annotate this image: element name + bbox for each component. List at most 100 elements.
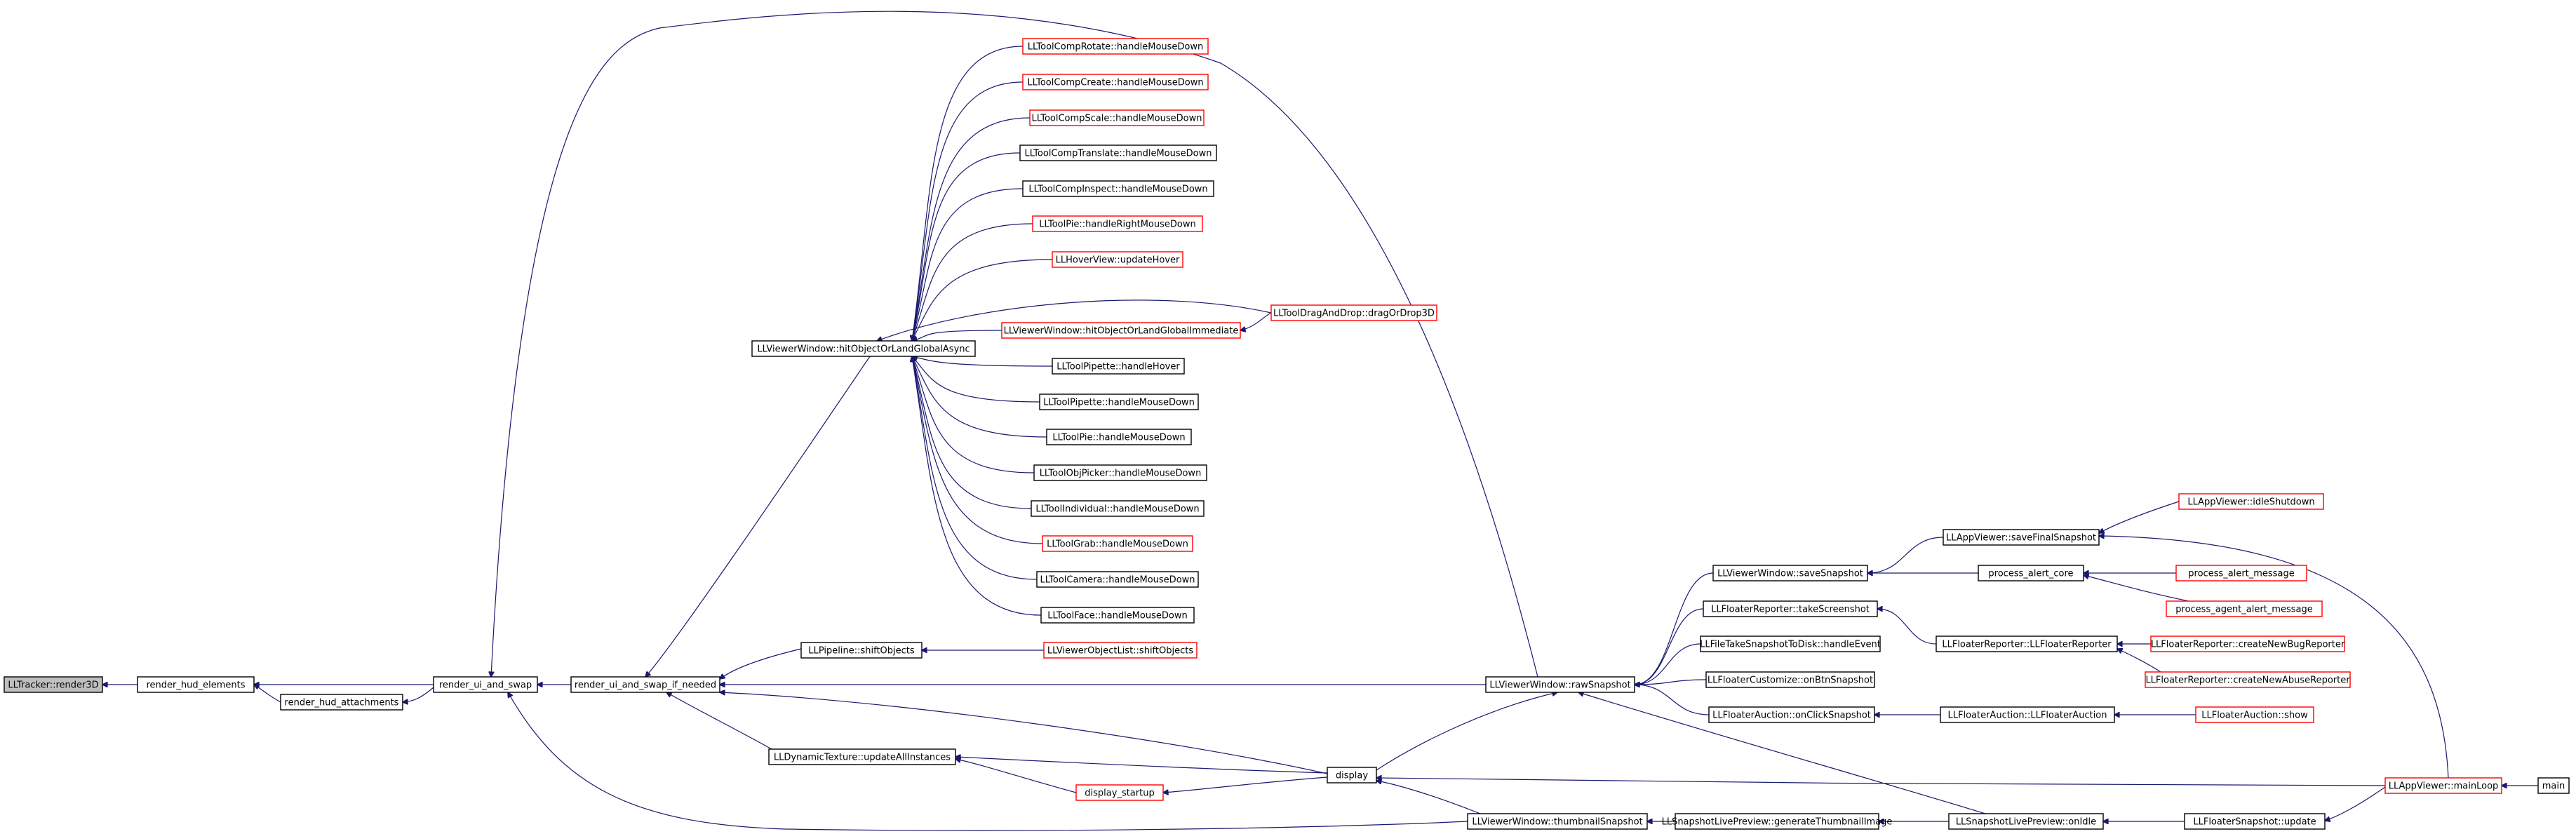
node-label: LLToolCompInspect::handleMouseDown	[1028, 184, 1207, 195]
edge-pie-down-to-hitobj-async	[912, 356, 1047, 438]
node-dyntex[interactable]: LLDynamicTexture::updateAllInstances	[768, 748, 956, 765]
node-box	[800, 642, 923, 659]
node-label: LLToolObjPicker::handleMouseDown	[1040, 469, 1202, 479]
node-box	[1039, 394, 1199, 410]
node-scale[interactable]: LLToolCompScale::handleMouseDown	[1029, 109, 1205, 126]
node-shiftobj[interactable]: LLPipeline::shiftObjects	[800, 642, 923, 659]
node-box	[1029, 109, 1205, 126]
node-box	[570, 676, 720, 693]
node-alert-core[interactable]: process_alert_core	[1978, 565, 2084, 581]
edge-customize-to-rawsnap	[1635, 679, 1707, 685]
edge-mainloop-to-display	[1376, 778, 2386, 786]
node-pip-hover[interactable]: LLToolPipette::handleHover	[1052, 358, 1185, 375]
node-label: LLFloaterReporter::createNewAbuseReporte…	[2145, 675, 2350, 686]
node-box	[1001, 322, 1241, 339]
node-box	[1675, 813, 1879, 830]
node-ui-swap[interactable]: render_ui_and_swap	[433, 676, 538, 693]
node-pie-right[interactable]: LLToolPie::handleRightMouseDown	[1032, 215, 1203, 232]
node-gen-thumb[interactable]: LLSnapshotLivePreview::generateThumbnail…	[1662, 813, 1893, 830]
edge-rawsnap-to-ui-swap	[491, 11, 1538, 677]
edge-dragdrop-to-hitobj-imm	[1240, 312, 1272, 330]
node-mainloop[interactable]: LLAppViewer::mainLoop	[2384, 777, 2502, 794]
edge-ui-swap-to-hud-attach	[403, 687, 434, 702]
node-disp-startup[interactable]: display_startup	[1075, 784, 1164, 801]
node-objlist-shift[interactable]: LLViewerObjectList::shiftObjects	[1043, 642, 1198, 659]
node-box	[1940, 706, 2115, 723]
node-agent-alert[interactable]: process_agent_alert_message	[2166, 600, 2323, 617]
node-new-bug[interactable]: LLFloaterReporter::createNewBugReporter	[2150, 635, 2345, 652]
node-main[interactable]: main	[2537, 777, 2570, 794]
edge-mainloop-to-final-snap	[2099, 536, 2449, 779]
node-label: main	[2542, 781, 2565, 792]
edge-display-to-disp-startup	[1163, 776, 1328, 793]
node-camera[interactable]: LLToolCamera::handleMouseDown	[1036, 571, 1199, 588]
node-label: display_startup	[1085, 788, 1154, 799]
node-rotate[interactable]: LLToolCompRotate::handleMouseDown	[1022, 38, 1209, 55]
node-reporter-ctor[interactable]: LLFloaterReporter::LLFloaterReporter	[1936, 635, 2118, 652]
node-label: LLToolCompScale::handleMouseDown	[1032, 114, 1202, 124]
edge-hover-to-hitobj-async	[912, 259, 1053, 341]
node-hud-elements[interactable]: render_hud_elements	[137, 676, 255, 693]
node-hud-attach[interactable]: render_hud_attachments	[280, 694, 403, 711]
edge-face-to-hitobj-async	[912, 356, 1042, 616]
node-label: LLViewerWindow::hitObjectOrLandGlobalImm…	[1004, 326, 1239, 337]
node-render3d[interactable]: LLTracker::render3D	[4, 676, 103, 693]
node-box	[768, 748, 956, 765]
node-snap-update[interactable]: LLFloaterSnapshot::update	[2184, 813, 2326, 830]
edge-hitobj-imm-to-hitobj-async	[912, 330, 1002, 341]
node-auction-ctor[interactable]: LLFloaterAuction::LLFloaterAuction	[1940, 706, 2115, 723]
node-box	[2166, 600, 2323, 617]
node-box	[2175, 565, 2307, 581]
node-hover[interactable]: LLHoverView::updateHover	[1052, 251, 1183, 268]
node-hitobj-async[interactable]: LLViewerWindow::hitObjectOrLandGlobalAsy…	[751, 340, 976, 357]
node-translate[interactable]: LLToolCompTranslate::handleMouseDown	[1019, 144, 1217, 161]
node-box	[433, 676, 538, 693]
node-savesnap[interactable]: LLViewerWindow::saveSnapshot	[1712, 565, 1868, 581]
node-hitobj-imm[interactable]: LLViewerWindow::hitObjectOrLandGlobalImm…	[1001, 322, 1241, 339]
node-takeshot[interactable]: LLFloaterReporter::takeScreenshot	[1703, 600, 1878, 617]
node-box	[1705, 671, 1875, 688]
node-label: LLAppViewer::mainLoop	[2389, 781, 2499, 792]
edge-thumb-to-ui-swap	[508, 692, 1468, 831]
node-dragdrop[interactable]: LLToolDragAndDrop::dragOrDrop3D	[1270, 304, 1437, 321]
node-rawsnap[interactable]: LLViewerWindow::rawSnapshot	[1485, 676, 1635, 693]
node-pip-down[interactable]: LLToolPipette::handleMouseDown	[1039, 394, 1199, 410]
node-box	[1075, 784, 1164, 801]
node-label: LLSnapshotLivePreview::generateThumbnail…	[1662, 817, 1893, 828]
edge-grab-to-hitobj-async	[912, 356, 1043, 544]
node-auction-show[interactable]: LLFloaterAuction::show	[2195, 706, 2314, 723]
node-objpicker[interactable]: LLToolObjPicker::handleMouseDown	[1033, 464, 1207, 481]
node-box	[1022, 180, 1214, 197]
node-pie-down[interactable]: LLToolPie::handleMouseDown	[1046, 429, 1192, 445]
node-box	[1708, 706, 1875, 723]
node-alert-msg[interactable]: process_alert_message	[2175, 565, 2307, 581]
node-customize[interactable]: LLFloaterCustomize::onBtnSnapshot	[1705, 671, 1875, 688]
node-display[interactable]: display	[1327, 767, 1377, 783]
node-box	[1270, 304, 1437, 321]
edge-display-to-ui-swap-if	[720, 692, 1328, 774]
node-inspect[interactable]: LLToolCompInspect::handleMouseDown	[1022, 180, 1214, 197]
node-label: LLFileTakeSnapshotToDisk::handleEvent	[1700, 640, 1881, 650]
node-label: LLToolDragAndDrop::dragOrDrop3D	[1273, 309, 1435, 319]
edge-objpicker-to-hitobj-async	[912, 356, 1035, 473]
node-filetake[interactable]: LLFileTakeSnapshotToDisk::handleEvent	[1700, 635, 1881, 652]
node-indiv[interactable]: LLToolIndividual::handleMouseDown	[1031, 500, 1205, 517]
node-face[interactable]: LLToolFace::handleMouseDown	[1040, 607, 1195, 624]
node-label: LLToolIndividual::handleMouseDown	[1035, 504, 1199, 515]
node-thumb[interactable]: LLViewerWindow::thumbnailSnapshot	[1467, 813, 1648, 830]
node-grab[interactable]: LLToolGrab::handleMouseDown	[1042, 535, 1193, 552]
node-idle-shutdown[interactable]: LLAppViewer::idleShutdown	[2178, 493, 2324, 510]
edge-reporter-ctor-to-takeshot	[1877, 609, 1937, 645]
node-label: render_ui_and_swap	[439, 680, 532, 691]
node-new-abuse[interactable]: LLFloaterReporter::createNewAbuseReporte…	[2145, 671, 2351, 688]
edge-scale-to-hitobj-async	[912, 117, 1031, 341]
node-box	[1978, 565, 2084, 581]
node-box	[280, 694, 403, 711]
node-onidle[interactable]: LLSnapshotLivePreview::onIdle	[1948, 813, 2104, 830]
node-final-snap[interactable]: LLAppViewer::saveFinalSnapshot	[1943, 529, 2100, 546]
node-auction-click[interactable]: LLFloaterAuction::onClickSnapshot	[1708, 706, 1875, 723]
node-create[interactable]: LLToolCompCreate::handleMouseDown	[1022, 74, 1209, 90]
node-box	[1936, 635, 2118, 652]
node-ui-swap-if[interactable]: render_ui_and_swap_if_needed	[570, 676, 720, 693]
